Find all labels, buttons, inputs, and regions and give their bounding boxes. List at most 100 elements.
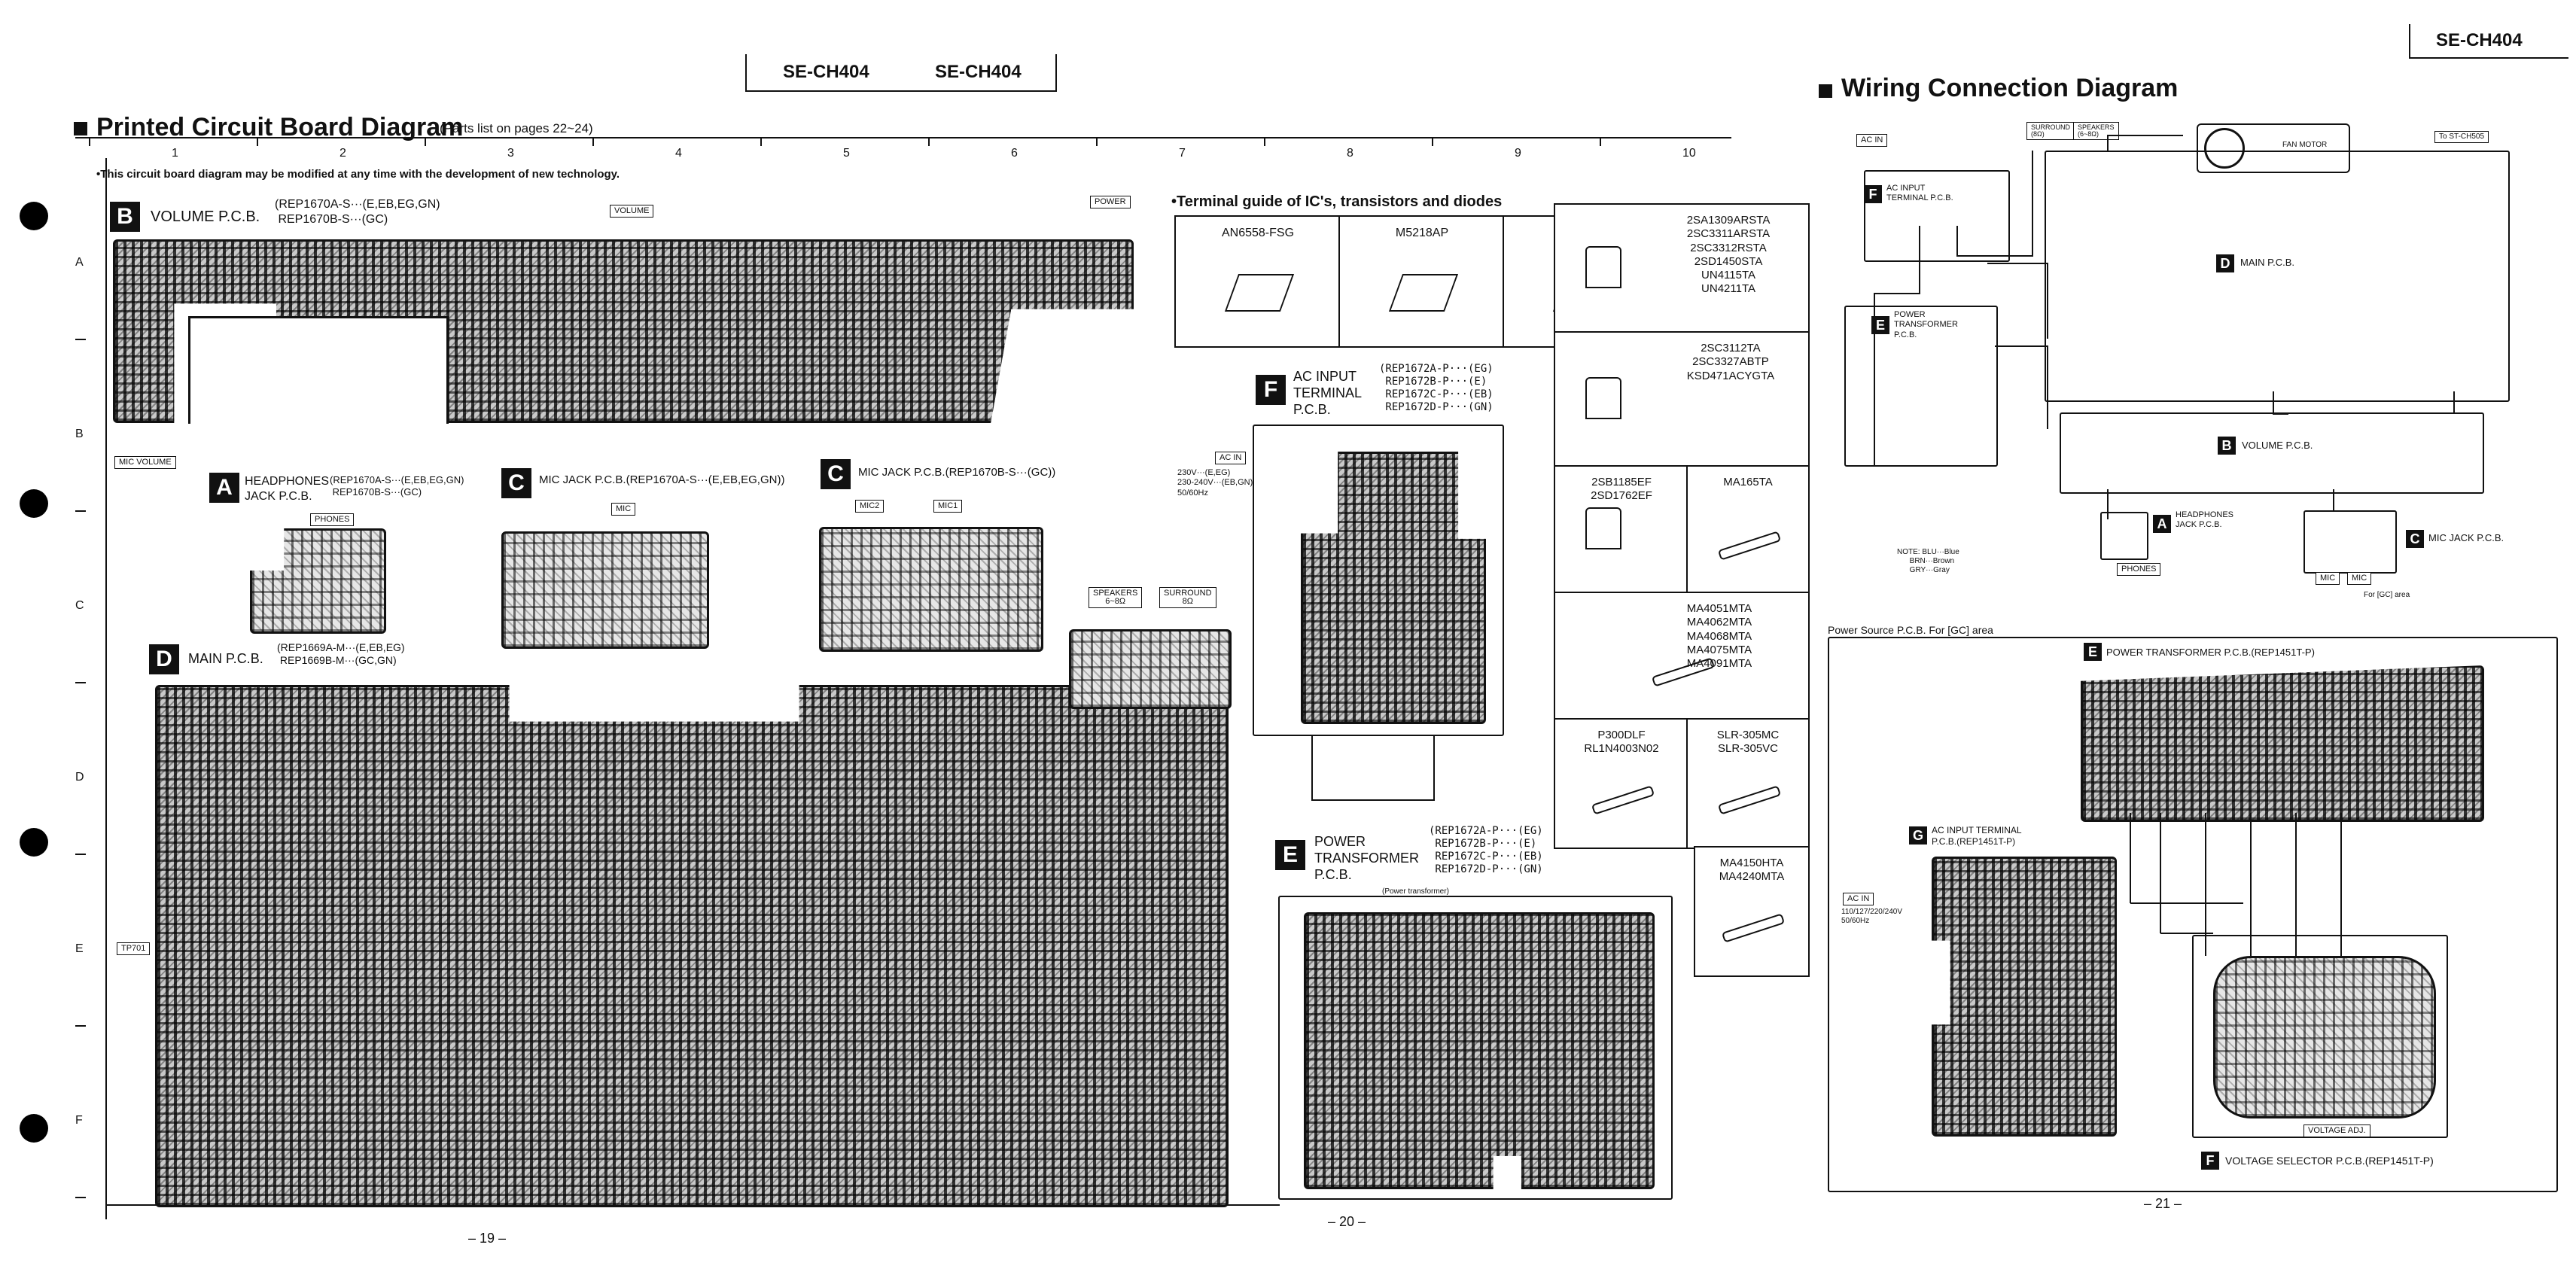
- power-transformer-pcb-title: POWER TRANSFORMER P.C.B.: [1314, 834, 1419, 882]
- terminal-guide-part-label: MA165TA: [1723, 476, 1773, 488]
- pcb-letter-e: E: [1275, 840, 1305, 870]
- page-number: – 20 –: [1328, 1214, 1366, 1229]
- power-transformer-pcb-parts: (REP1672A-P···(EG) REP1672B-P···(E) REP1…: [1429, 825, 1543, 876]
- ac-input-pcb-title: AC INPUT TERMINAL P.C.B.: [1293, 369, 1363, 417]
- terminal-guide-cell: MA4150HTA MA4240MTA: [1694, 846, 1810, 977]
- terminal-guide-cell: M5218AP: [1338, 215, 1506, 348]
- main-pcb-board: [155, 685, 1229, 1207]
- terminal-guide-cell: 2SB1185EF 2SD1762EF: [1554, 465, 1689, 595]
- mic-jack-pcb-board: [501, 531, 709, 649]
- terminal-guide-cell: 2SA1309ARSTA 2SC3311ARSTA 2SC3312RSTA 2S…: [1554, 203, 1810, 334]
- main-pcb-parts: (REP1669A-M···(E,EB,EG) REP1669B-M···(GC…: [277, 641, 405, 667]
- volume-pcb-parts: (REP1670A-S···(E,EB,EG,GN) REP1670B-S···…: [275, 198, 440, 226]
- model-header-label: SE-CH404: [2436, 30, 2523, 50]
- power-tag: POWER: [1090, 196, 1131, 208]
- ruler-column-label: 10: [1682, 147, 1696, 160]
- ruler-column-label: 1: [172, 147, 178, 160]
- pcb-letter-c: C: [501, 468, 531, 498]
- wiring-letter-f: F: [1864, 185, 1882, 203]
- terminal-guide-part-label: MA4051MTA MA4062MTA MA4068MTA MA4075MTA …: [1686, 602, 1752, 671]
- pcb-letter-b: B: [110, 202, 140, 232]
- pcb-letter-c: C: [821, 459, 851, 489]
- component-package-icon: [1651, 657, 1716, 687]
- terminal-guide-title: •Terminal guide of IC's, transistors and…: [1171, 193, 1503, 210]
- ruler-column-label: 5: [843, 147, 850, 160]
- gc-ac-spec: 110/127/220/240V 50/60Hz: [1841, 908, 1903, 926]
- binder-hole: [20, 828, 48, 857]
- volume-tag: VOLUME: [610, 205, 654, 218]
- ruler-tick: [75, 510, 86, 512]
- pcb-diagram-title: Printed Circuit Board Diagram: [96, 113, 464, 142]
- ruler-column-label: 6: [1011, 147, 1018, 160]
- ruler-tick: [592, 137, 594, 146]
- ruler-column-label: 7: [1179, 147, 1186, 160]
- mic-volume-tag: MIC VOLUME: [114, 456, 176, 469]
- ruler-tick: [75, 1025, 86, 1027]
- page-number: – 19 –: [468, 1231, 507, 1246]
- component-package-icon: [1721, 913, 1786, 943]
- terminal-guide-part-label: M5218AP: [1395, 227, 1449, 239]
- ruler-tick: [75, 1197, 86, 1198]
- ruler-tick: [75, 854, 86, 855]
- gc-voltage-selector-board: [2213, 956, 2436, 1118]
- ruler-row-label: B: [75, 428, 84, 440]
- model-header-box-right: [2409, 24, 2568, 59]
- component-package-icon: [1717, 785, 1782, 815]
- ruler-column-label: 2: [340, 147, 346, 160]
- wiring-main-pcb: [2045, 151, 2510, 402]
- speakers-tag: SPEAKERS 6~8Ω: [1089, 587, 1143, 608]
- tp701-tag: TP701: [117, 942, 151, 955]
- wiring-speakers-tag: SPEAKERS (6~8Ω): [2073, 122, 2119, 140]
- ruler-column-label: 9: [1515, 147, 1521, 160]
- wiring-letter-c: C: [2406, 530, 2424, 548]
- component-package-icon: [1591, 785, 1655, 815]
- mic-jack-pcb-title: MIC JACK P.C.B.(REP1670A-S···(E,EB,EG,GN…: [539, 473, 785, 486]
- component-package-icon: [1585, 246, 1621, 288]
- terminal-guide-cell: MA4051MTA MA4062MTA MA4068MTA MA4075MTA …: [1554, 592, 1810, 721]
- gc-ac-input-label: AC INPUT TERMINAL P.C.B.(REP1451T-P): [1932, 825, 2022, 847]
- component-package-icon: [1717, 531, 1782, 561]
- power-transformer-pcb-board: [1304, 912, 1655, 1189]
- volume-pcb-title: VOLUME P.C.B.: [151, 208, 260, 225]
- gc-power-transformer-board: [2081, 665, 2484, 822]
- ruler-tick: [425, 137, 426, 146]
- wiring-letter-d: D: [2216, 254, 2234, 272]
- title-bullet-icon: [1819, 84, 1832, 98]
- ruler-column-label: 8: [1347, 147, 1353, 160]
- headphones-pcb-board: [250, 528, 386, 634]
- wiring-power-transformer-pcb: [1844, 306, 1998, 467]
- terminal-guide-cell: SLR-305MC SLR-305VC: [1686, 718, 1810, 849]
- modify-note: •This circuit board diagram may be modif…: [96, 168, 620, 181]
- ruler-row-label: D: [75, 771, 84, 784]
- to-st-tag: To ST-CH505: [2434, 131, 2489, 143]
- gc-wiring-lines: [2130, 813, 2342, 956]
- ruler-row-label: F: [75, 1114, 83, 1127]
- wiring-ac-in-tag: AC IN: [1856, 134, 1888, 147]
- title-bullet-icon: [74, 122, 87, 135]
- ac-input-pcb-parts: (REP1672A-P···(EG) REP1672B-P···(E) REP1…: [1379, 363, 1494, 414]
- mic2-tag: MIC2: [855, 500, 885, 513]
- headphones-pcb-title: HEADPHONES JACK P.C.B.: [245, 475, 330, 503]
- binder-hole: [20, 1114, 48, 1143]
- terminal-guide-part-label: SLR-305MC SLR-305VC: [1716, 729, 1780, 756]
- wiring-volume-pcb: [2060, 412, 2484, 494]
- pcb-letter-f: F: [1256, 375, 1286, 405]
- column-ruler: [75, 137, 1731, 138]
- ruler-tick: [257, 137, 258, 146]
- wiring-power-transformer-label: POWER TRANSFORMER P.C.B.: [1894, 310, 1958, 339]
- terminal-guide-part-label: P300DLF RL1N4003N02: [1584, 729, 1659, 756]
- page-number: – 21 –: [2144, 1196, 2182, 1211]
- pcb-letter-d: D: [149, 644, 179, 674]
- mic-jack-pcb-board: [819, 527, 1043, 652]
- ruler-tick: [1096, 137, 1098, 146]
- voltage-adj-tag: VOLTAGE ADJ.: [2303, 1124, 2370, 1137]
- model-header-label: SE-CH404: [783, 62, 869, 82]
- ac-in-tag: AC IN: [1215, 452, 1247, 464]
- wiring-ac-input-label: AC INPUT TERMINAL P.C.B.: [1886, 184, 1953, 203]
- phones-tag: PHONES: [310, 513, 355, 526]
- wiring-phones-tag: PHONES: [2117, 563, 2161, 576]
- fan-motor-icon: [2197, 123, 2350, 173]
- terminal-guide-part-label: 2SC3112TA 2SC3327ABTP KSD471ACYGTA: [1686, 342, 1775, 382]
- wiring-volume-label: VOLUME P.C.B.: [2242, 440, 2313, 451]
- ruler-tick: [760, 137, 762, 146]
